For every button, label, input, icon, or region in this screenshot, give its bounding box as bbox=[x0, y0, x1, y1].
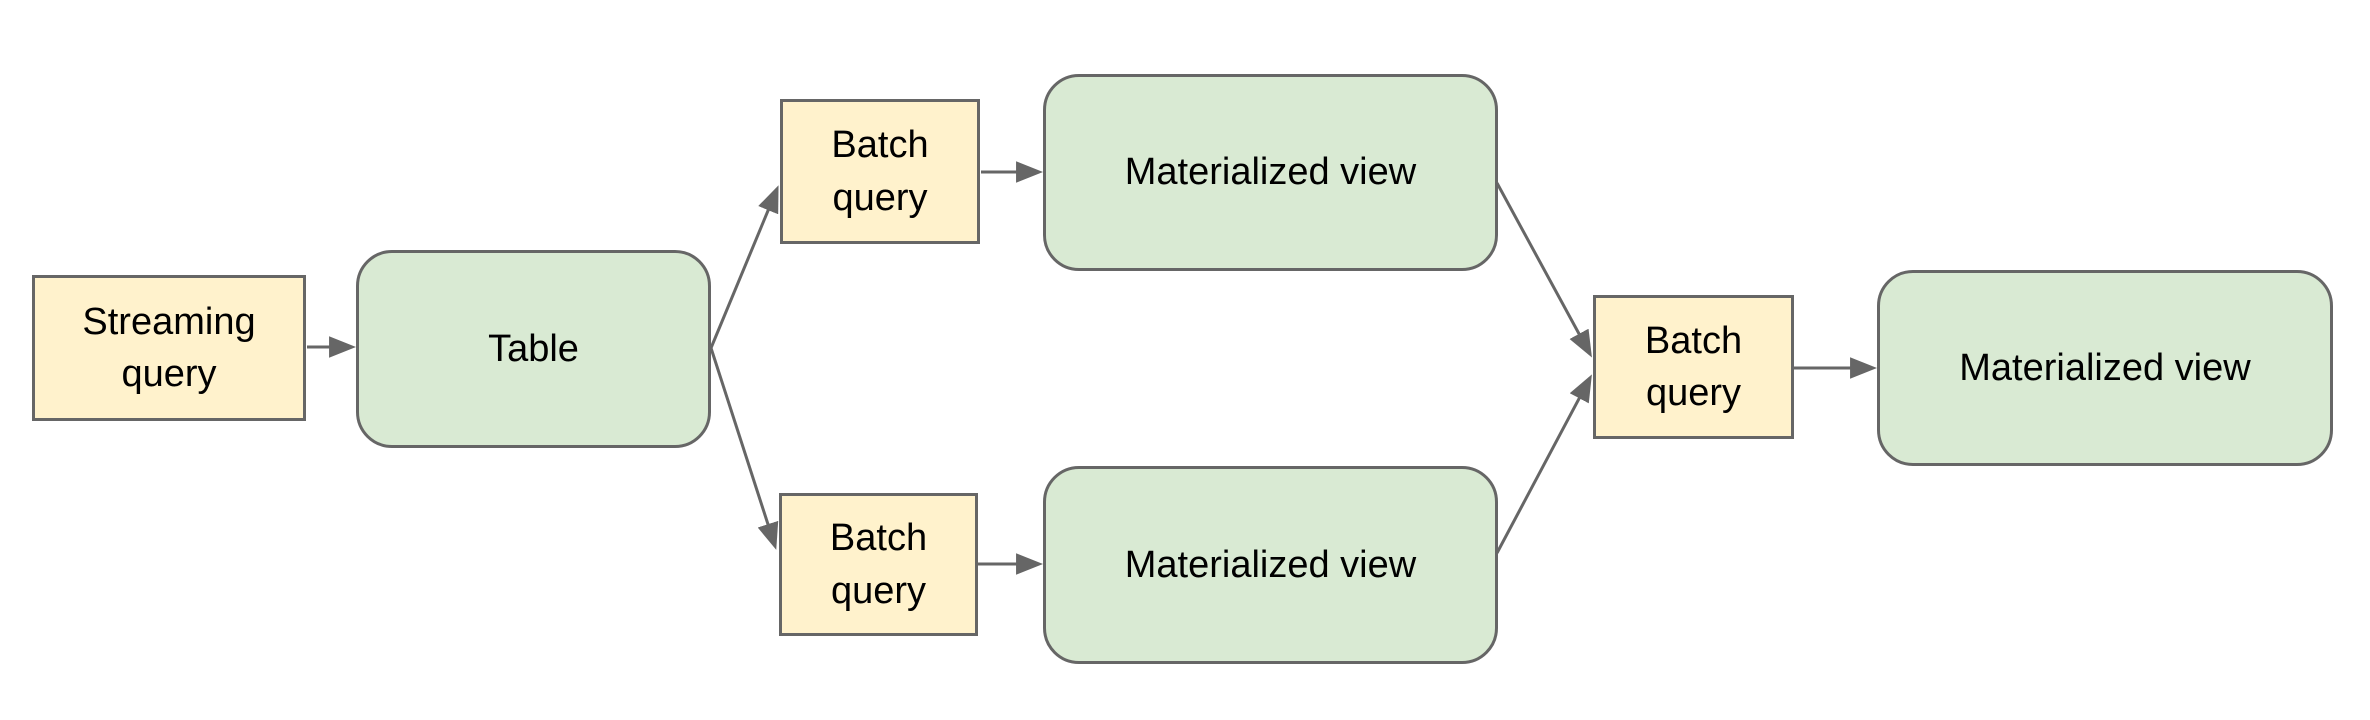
node-label: Materialized view bbox=[1124, 543, 1417, 586]
edge-materialized-view-top-to-batch-query-merge bbox=[1495, 182, 1592, 358]
node-label: Batch query bbox=[831, 124, 929, 219]
edge-table-to-batch-query-bottom bbox=[709, 347, 779, 550]
node-streaming-query: Streaming query bbox=[32, 275, 306, 421]
edge-table-to-batch-query-top bbox=[709, 185, 779, 349]
node-label: Batch query bbox=[1644, 319, 1743, 414]
node-materialized-view-top: Materialized view bbox=[1043, 74, 1498, 271]
node-materialized-view-final: Materialized view bbox=[1877, 270, 2333, 466]
node-label: Materialized view bbox=[1959, 346, 2251, 389]
node-batch-query-bottom: Batch query bbox=[779, 493, 978, 636]
node-label: Materialized view bbox=[1124, 151, 1417, 194]
node-table: Table bbox=[356, 250, 711, 448]
node-batch-query-top: Batch query bbox=[780, 99, 980, 244]
node-label: Streaming query bbox=[82, 300, 256, 395]
node-materialized-view-bottom: Materialized view bbox=[1043, 466, 1498, 664]
edge-materialized-view-bottom-to-batch-query-merge bbox=[1495, 374, 1592, 554]
node-label: Table bbox=[488, 327, 579, 370]
node-batch-query-merge: Batch query bbox=[1593, 295, 1794, 439]
node-label: Batch query bbox=[829, 517, 928, 612]
